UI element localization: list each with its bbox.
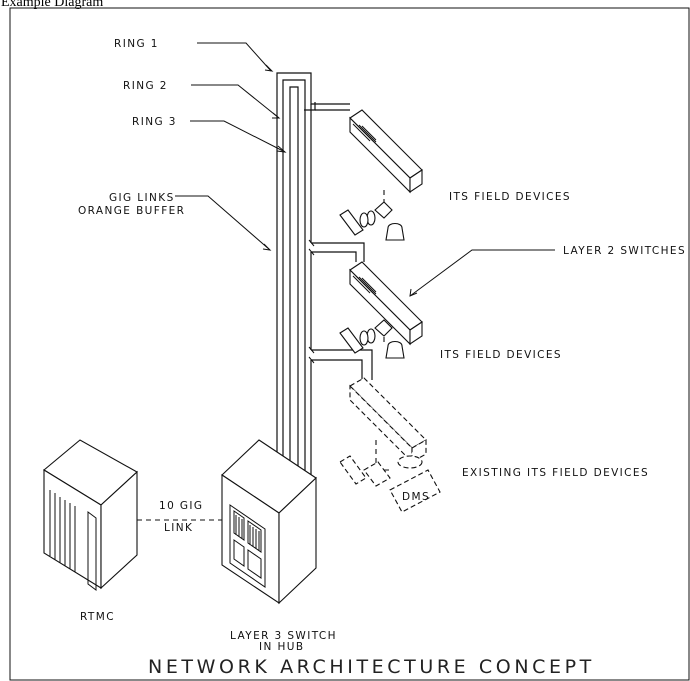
its-field-devices-label-2: ITS FIELD DEVICES xyxy=(440,349,562,361)
layer2-switches-label: LAYER 2 SWITCHES xyxy=(563,245,686,257)
leader-lines xyxy=(175,42,555,297)
rtmc-label: RTMC xyxy=(80,611,115,623)
existing-its-field-devices: DMS xyxy=(339,377,441,513)
its-field-devices-label-1: ITS FIELD DEVICES xyxy=(449,191,571,203)
layer2-switch-1 xyxy=(349,109,423,194)
link-label: LINK xyxy=(164,522,193,534)
ring-conduit xyxy=(276,72,350,535)
diagram-frame xyxy=(9,7,690,681)
dms-label: DMS xyxy=(402,491,430,503)
gig-links-label: GIG LINKS xyxy=(109,192,175,204)
its-field-devices-1 xyxy=(339,190,405,241)
header-text: Example Diagram xyxy=(1,0,104,10)
in-hub-label: IN HUB xyxy=(259,641,304,653)
layer2-switch-2 xyxy=(349,261,423,346)
orange-buffer-label: ORANGE BUFFER xyxy=(78,205,185,217)
ring3-label: RING 3 xyxy=(132,116,177,128)
layer3-switch xyxy=(221,439,317,605)
ring1-label: RING 1 xyxy=(114,38,159,50)
rtmc-building xyxy=(43,439,138,591)
switch-taps xyxy=(308,109,373,380)
diagram-title: NETWORK ARCHITECTURE CONCEPT xyxy=(148,656,595,678)
ring2-label: RING 2 xyxy=(123,80,168,92)
ten-gig-label: 10 GIG xyxy=(159,500,203,512)
layer3-switch-label: LAYER 3 SWITCH xyxy=(230,630,337,642)
existing-devices-label: EXISTING ITS FIELD DEVICES xyxy=(462,467,649,479)
its-field-devices-2 xyxy=(339,319,405,359)
